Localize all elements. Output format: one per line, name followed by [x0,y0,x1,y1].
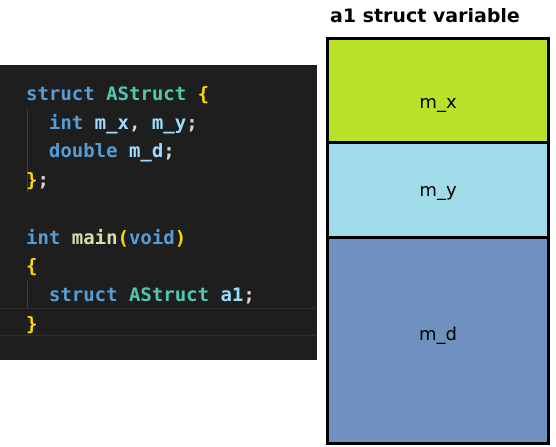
code-token: ; [186,112,198,134]
memory-label-m-x: m_x [419,92,457,113]
memory-block-m-d: m_d [326,236,550,445]
code-line: int main(void) [26,224,186,252]
diagram-title: a1 struct variable [330,5,520,27]
memory-label-m-d: m_d [419,324,457,345]
indent-guide [27,281,28,309]
code-token: m_x [94,112,129,134]
code-token: } [26,313,38,335]
code-token: a1 [220,284,244,306]
code-line: }; [26,166,49,194]
code-line: double m_d; [26,137,175,165]
memory-block-m-x: m_x [326,37,550,144]
code-token: ; [243,284,255,306]
code-token: { [197,83,210,105]
memory-block-m-y: m_y [326,141,550,239]
indent-guide [27,109,28,193]
code-token: void [128,227,175,249]
code-token: { [26,255,38,277]
code-token: double [26,140,129,162]
code-token: struct [26,83,107,105]
code-line: struct AStruct { [26,80,209,108]
code-token: ( [117,227,129,249]
code-line: int m_x, m_y; [26,109,198,137]
code-token: ; [37,169,49,191]
code-line: } [26,310,37,338]
code-token: struct [26,284,129,306]
code-token: AStruct [128,284,221,306]
memory-label-m-y: m_y [419,180,457,201]
code-token: main [71,227,118,249]
code-token: m_y [151,112,187,134]
code-token: int [26,227,72,249]
code-token: , [128,112,152,134]
code-token: ; [163,140,175,162]
code-line: { [26,252,37,280]
code-token: AStruct [106,83,198,105]
code-token: ) [174,227,187,249]
code-token: } [26,169,38,191]
code-editor-panel: struct AStruct { int m_x, m_y; double m_… [0,65,317,360]
code-token: m_d [128,140,164,162]
current-line-highlight [0,308,317,336]
code-line: struct AStruct a1; [26,281,255,309]
code-token: int [26,112,95,134]
